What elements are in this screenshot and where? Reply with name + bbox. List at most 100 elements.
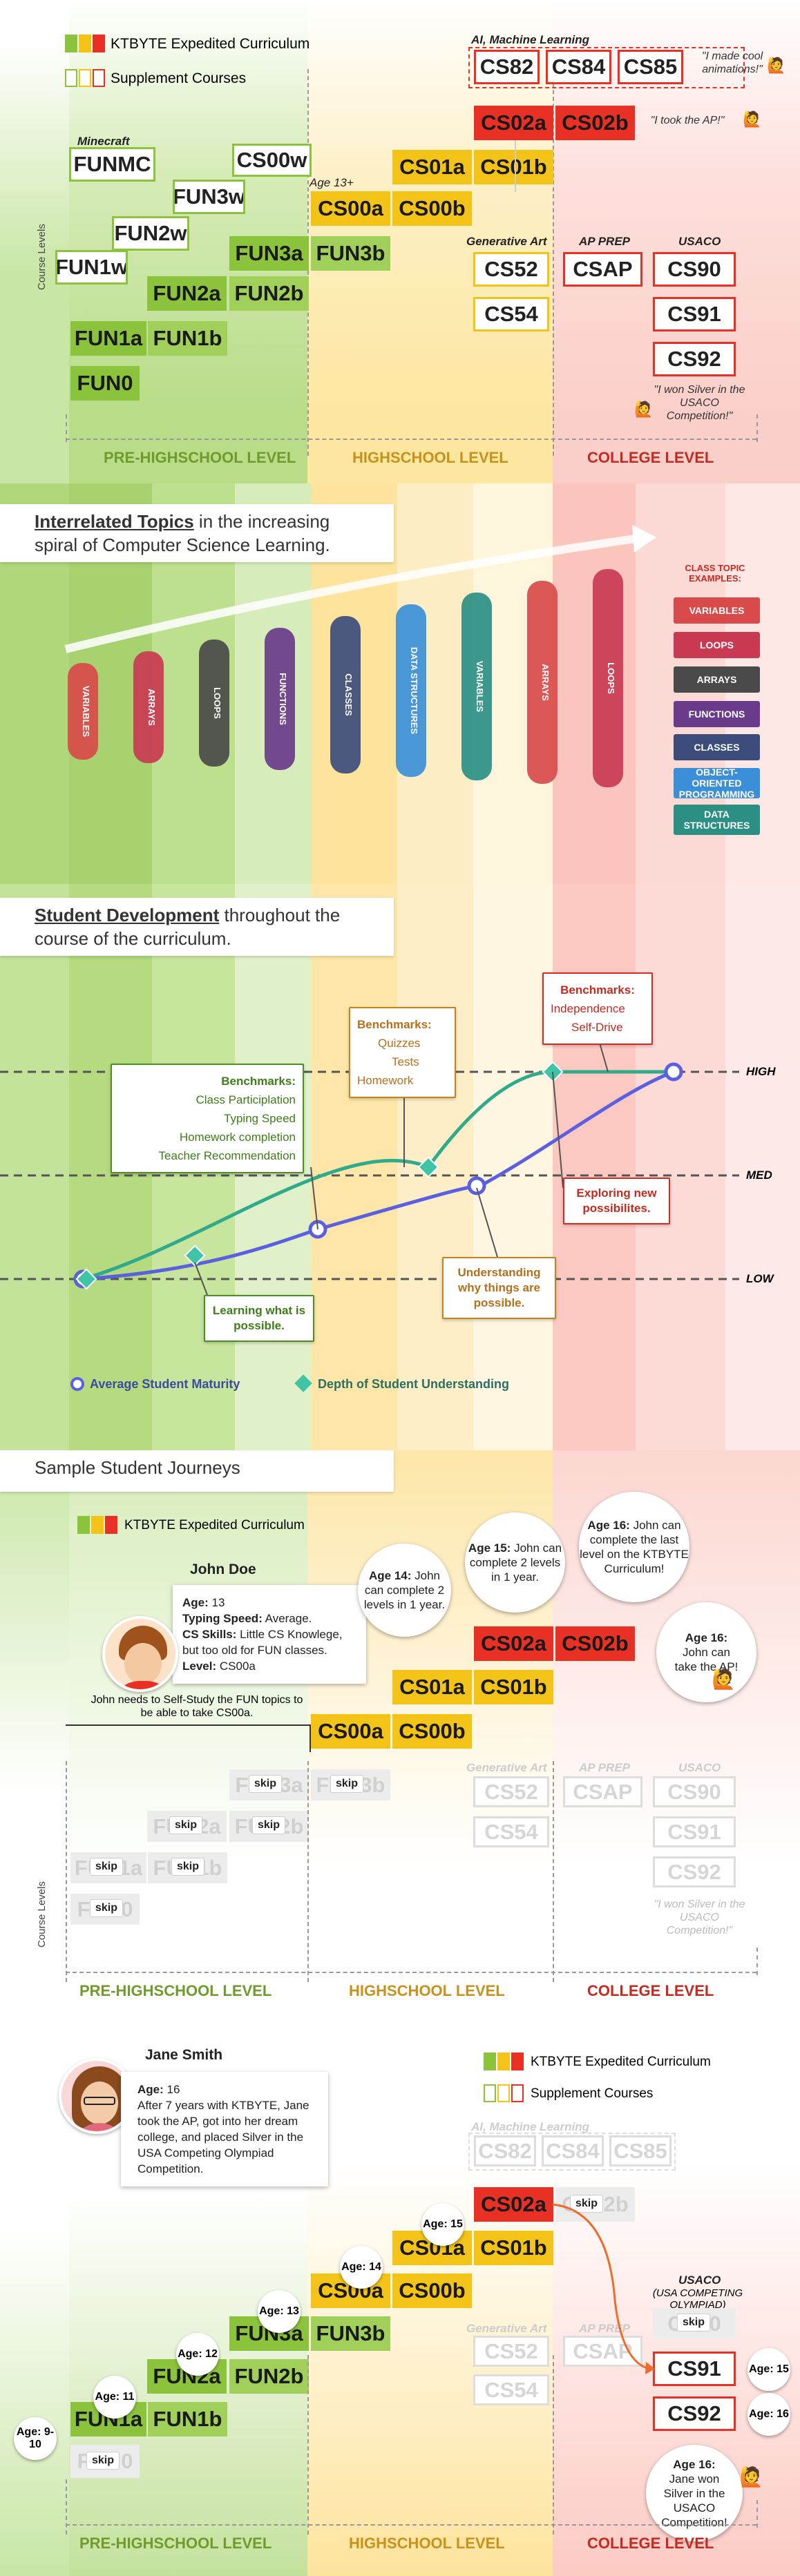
course-fun2b[interactable]: FUN2b [229,276,309,311]
course-cs00a[interactable]: CS00a [311,191,390,226]
jane-fun3a[interactable]: FUN3a [229,2316,309,2351]
age-badge: Age: 16 [747,2393,790,2436]
john-level-college: COLLEGE LEVEL [587,1982,714,1999]
development-title: Student Development throughout the cours… [0,898,394,956]
spiral-segment [199,640,229,767]
jane-cs82: CS82 [474,2135,536,2166]
course-cs01a[interactable]: CS01a [392,150,472,184]
depth-point [184,1244,206,1267]
depth-curve [82,1070,674,1281]
course-cs54[interactable]: CS54 [473,297,549,331]
john-self-study: John needs to Self-Study the FUN topics … [91,1694,303,1719]
jane-cs02a[interactable]: CS02a [474,2187,553,2222]
skip-badge: skip [330,1775,364,1793]
connector-line [476,1187,498,1258]
course-fun3a[interactable]: FUN3a [229,236,309,271]
development-chart [0,1035,739,1296]
topics-section: Interrelated Topics in the increasing sp… [0,483,800,884]
tag-minecraft: Minecraft [77,135,130,148]
course-cs82[interactable]: CS82 [474,50,540,84]
legend-maturity: Average Student Maturity [90,1377,240,1391]
john-bubble-2: Age 15: John can complete 2 levels in 1 … [465,1512,565,1613]
jane-fun2b[interactable]: FUN2b [229,2359,309,2394]
jane-tag-genart: Generative Art [466,2322,547,2335]
course-funmc[interactable]: FUNMC [69,147,155,182]
journeys-title: Sample Student Journeys [0,1450,394,1492]
spiral-segment [461,593,492,780]
course-cs91[interactable]: CS91 [653,297,736,331]
note-exploring: Exploring new possibilites. [563,1178,670,1224]
course-fun1a[interactable]: FUN1a [70,321,146,356]
jane-fun3b[interactable]: FUN3b [311,2316,390,2351]
course-fun0[interactable]: FUN0 [70,366,140,401]
maturity-point [664,1062,683,1082]
skip-badge: skip [90,1858,124,1876]
course-cs01b[interactable]: CS01b [474,150,553,184]
quote-animations: "I made cool animations!" [701,50,763,75]
jane-legend-expedited: KTBYTE Expedited Curriculum [531,2055,711,2069]
jane-cs84: CS84 [542,2135,604,2166]
depth-point [417,1156,439,1178]
course-fun3b[interactable]: FUN3b [311,236,390,271]
course-fun1w[interactable]: FUN1w [55,250,128,285]
course-cs00w[interactable]: CS00w [232,144,312,177]
jane-cs91[interactable]: CS91 [653,2352,736,2386]
john-tag-genart: Generative Art [466,1761,547,1774]
level-college: COLLEGE LEVEL [587,449,714,466]
course-cs92[interactable]: CS92 [653,342,736,376]
john-cs02b[interactable]: CS02b [555,1626,635,1661]
spiral-segment [527,581,558,784]
tag-genart: Generative Art [466,235,547,248]
course-cs52[interactable]: CS52 [473,252,549,287]
course-fun2a[interactable]: FUN2a [147,276,227,311]
age-badge: Age: 15 [421,2203,464,2246]
john-cs01b[interactable]: CS01b [474,1670,553,1704]
john-avatar [102,1616,178,1692]
legend-depth: Depth of Student Understanding [318,1377,509,1391]
john-cs01a[interactable]: CS01a [392,1670,472,1704]
course-cs84[interactable]: CS84 [546,50,611,84]
skip-badge: skip [86,2452,120,2470]
tag-ai: AI, Machine Learning [471,33,589,46]
topic-loops: LOOPS [674,632,760,658]
jane-cs92[interactable]: CS92 [653,2396,736,2431]
topics-header: CLASS TOPIC EXAMPLES: [685,563,745,584]
john-tag-apprep: AP PREP [579,1761,631,1774]
course-cs02b[interactable]: CS02b [555,106,635,140]
jane-cs00b[interactable]: CS00b [392,2274,472,2308]
john-cs00a[interactable]: CS00a [311,1714,390,1749]
john-bubble-1: Age 14: John can complete 2 levels in 1 … [358,1544,451,1637]
jane-cs01b[interactable]: CS01b [474,2231,553,2265]
john-cs54: CS54 [473,1816,549,1847]
john-cs52: CS52 [473,1776,549,1807]
spiral-word: VARIABLES [475,661,485,712]
maturity-point [467,1176,486,1195]
john-cs90: CS90 [653,1776,736,1807]
course-csap[interactable]: CSAP [563,252,642,287]
john-level-high: HIGHSCHOOL LEVEL [349,1982,505,1999]
spiral-segment [265,628,295,770]
jane-tag-usaco: USACO [678,2274,721,2287]
spiral-word: VARIABLES [81,686,91,737]
jane-legend-supplement: Supplement Courses [531,2086,654,2101]
level-high: HIGHSCHOOL LEVEL [352,449,508,466]
john-quote-silver: "I won Silver in the USACO Competition!" [654,1899,745,1936]
course-fun3w[interactable]: FUN3w [173,180,245,214]
legend-expedited: KTBYTE Expedited Curriculum [111,36,310,52]
course-cs90[interactable]: CS90 [653,252,736,287]
topic-classes: CLASSES [674,734,760,760]
john-axis-label: Course Levels [36,1881,48,1948]
jane-fun1b[interactable]: FUN1b [148,2402,227,2436]
john-cs00b[interactable]: CS00b [392,1714,472,1749]
john-cs92: CS92 [653,1856,736,1887]
course-fun1b[interactable]: FUN1b [148,321,227,356]
john-cs02a[interactable]: CS02a [474,1626,553,1661]
jane-cs52: CS52 [473,2336,549,2367]
course-cs02a[interactable]: CS02a [474,106,553,140]
spiral-word: ARRAYS [146,689,157,726]
course-cs00b[interactable]: CS00b [392,191,472,226]
spiral-word: ARRAYS [540,664,551,701]
course-cs85[interactable]: CS85 [618,50,683,84]
course-fun2w[interactable]: FUN2w [112,216,189,251]
